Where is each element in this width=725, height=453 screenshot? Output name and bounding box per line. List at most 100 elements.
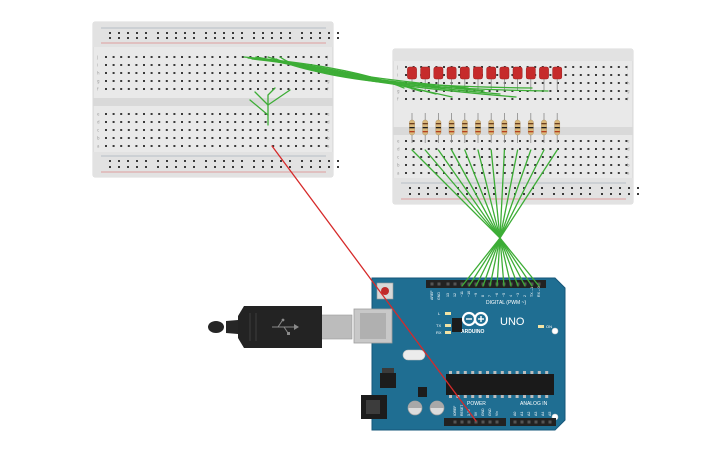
breadboard-hole[interactable]	[219, 129, 221, 131]
breadboard-hole[interactable]	[105, 137, 107, 139]
breadboard-hole[interactable]	[579, 164, 582, 166]
breadboard-hole[interactable]	[481, 140, 483, 142]
breadboard-hole[interactable]	[579, 82, 582, 84]
breadboard-hole[interactable]	[405, 156, 407, 158]
rail-hole[interactable]	[523, 193, 525, 195]
rail-hole[interactable]	[175, 32, 177, 34]
breadboard-hole[interactable]	[249, 113, 252, 115]
breadboard-hole[interactable]	[105, 64, 107, 66]
rail-hole[interactable]	[310, 32, 312, 34]
rail-hole[interactable]	[301, 37, 303, 39]
breadboard-hole[interactable]	[279, 121, 282, 123]
rail-hole[interactable]	[145, 160, 147, 162]
breadboard-hole[interactable]	[549, 90, 552, 92]
breadboard-hole[interactable]	[219, 145, 221, 147]
rail-hole[interactable]	[175, 37, 177, 39]
rail-hole[interactable]	[409, 193, 411, 195]
rail-hole[interactable]	[319, 160, 321, 162]
breadboard-hole[interactable]	[511, 66, 514, 68]
breadboard-hole[interactable]	[595, 66, 597, 68]
rail-hole[interactable]	[241, 160, 243, 162]
breadboard-hole[interactable]	[249, 121, 252, 123]
led-icon[interactable]	[525, 66, 536, 80]
digital-pin-hole[interactable]	[530, 282, 534, 286]
breadboard-hole[interactable]	[435, 140, 438, 142]
rail-hole[interactable]	[484, 193, 486, 195]
breadboard-hole[interactable]	[602, 172, 605, 174]
breadboard-hole[interactable]	[173, 145, 176, 147]
breadboard-hole[interactable]	[219, 56, 221, 58]
breadboard-hole[interactable]	[105, 145, 107, 147]
breadboard-hole[interactable]	[519, 172, 521, 174]
breadboard-hole[interactable]	[579, 66, 582, 68]
breadboard-hole[interactable]	[234, 137, 237, 139]
rail-hole[interactable]	[214, 160, 216, 162]
breadboard-hole[interactable]	[188, 121, 191, 123]
breadboard-hole[interactable]	[610, 74, 613, 76]
rail-hole[interactable]	[418, 187, 420, 189]
rail-hole[interactable]	[184, 37, 186, 39]
rail-hole[interactable]	[205, 160, 207, 162]
breadboard-hole[interactable]	[541, 98, 544, 100]
breadboard-hole[interactable]	[279, 72, 282, 74]
breadboard-hole[interactable]	[420, 156, 423, 158]
rail-hole[interactable]	[580, 187, 582, 189]
rail-hole[interactable]	[241, 32, 243, 34]
digital-pin-hole[interactable]	[467, 282, 471, 286]
breadboard-hole[interactable]	[488, 90, 491, 92]
rail-hole[interactable]	[310, 37, 312, 39]
breadboard-hole[interactable]	[435, 90, 438, 92]
breadboard-hole[interactable]	[143, 88, 145, 90]
breadboard-hole[interactable]	[249, 137, 252, 139]
breadboard-hole[interactable]	[610, 98, 613, 100]
breadboard-hole[interactable]	[503, 172, 506, 174]
rail-hole[interactable]	[253, 37, 255, 39]
rail-hole[interactable]	[118, 160, 120, 162]
breadboard-hole[interactable]	[196, 72, 199, 74]
breadboard-hole[interactable]	[211, 129, 214, 131]
analog-pin-hole[interactable]	[513, 420, 517, 424]
breadboard-hole[interactable]	[112, 88, 115, 90]
digital-pin-hole[interactable]	[516, 282, 520, 286]
green-wire[interactable]	[254, 91, 269, 106]
power-pin-hole[interactable]	[481, 420, 485, 424]
breadboard-hole[interactable]	[405, 140, 407, 142]
breadboard-hole[interactable]	[272, 72, 275, 74]
breadboard-hole[interactable]	[526, 140, 529, 142]
breadboard-hole[interactable]	[257, 145, 259, 147]
breadboard-hole[interactable]	[420, 90, 423, 92]
breadboard-hole[interactable]	[572, 82, 575, 84]
breadboard-hole[interactable]	[165, 137, 168, 139]
digital-pin-hole[interactable]	[523, 282, 527, 286]
breadboard-hole[interactable]	[203, 145, 206, 147]
rail-hole[interactable]	[319, 32, 321, 34]
rail-hole[interactable]	[145, 166, 147, 168]
breadboard-hole[interactable]	[587, 140, 590, 142]
breadboard-hole[interactable]	[226, 113, 229, 115]
rail-hole[interactable]	[109, 32, 111, 34]
breadboard-hole[interactable]	[534, 164, 537, 166]
breadboard-hole[interactable]	[465, 172, 468, 174]
breadboard-hole[interactable]	[211, 72, 214, 74]
breadboard-hole[interactable]	[602, 82, 605, 84]
breadboard-hole[interactable]	[241, 145, 244, 147]
breadboard-hole[interactable]	[317, 121, 320, 123]
breadboard-hole[interactable]	[465, 98, 468, 100]
breadboard-hole[interactable]	[564, 90, 567, 92]
breadboard-hole[interactable]	[165, 56, 168, 58]
breadboard-hole[interactable]	[302, 145, 305, 147]
breadboard-hole[interactable]	[143, 121, 145, 123]
analog-pin-hole[interactable]	[527, 420, 531, 424]
breadboard-hole[interactable]	[272, 121, 275, 123]
breadboard-hole[interactable]	[203, 56, 206, 58]
rail-hole[interactable]	[175, 160, 177, 162]
rail-hole[interactable]	[193, 160, 195, 162]
breadboard-hole[interactable]	[572, 156, 575, 158]
breadboard-hole[interactable]	[203, 129, 206, 131]
rail-hole[interactable]	[223, 32, 225, 34]
breadboard-hole[interactable]	[234, 88, 237, 90]
rail-hole[interactable]	[157, 160, 159, 162]
breadboard-hole[interactable]	[496, 74, 499, 76]
rail-hole[interactable]	[280, 160, 282, 162]
